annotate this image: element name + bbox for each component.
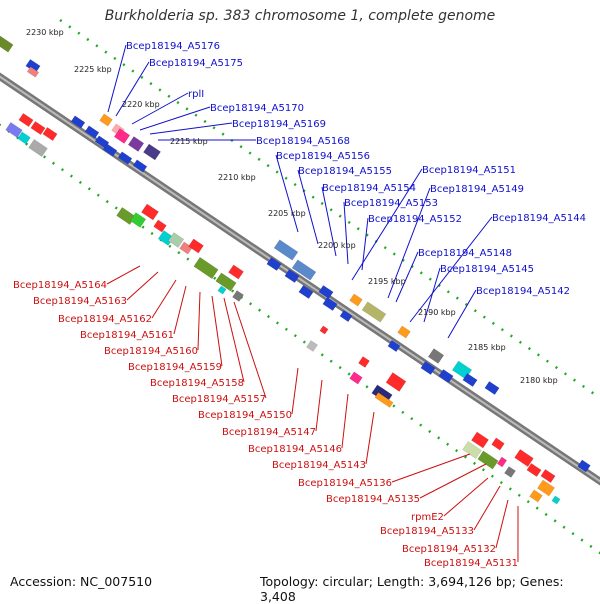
reverse-leader-line [366, 412, 374, 464]
reverse-leader-line [474, 486, 500, 530]
gene-feature [31, 121, 45, 134]
reverse-gene-label: Bcep18194_A5159 [128, 362, 222, 373]
reverse-gene-label: Bcep18194_A5147 [222, 427, 316, 438]
forward-gene-label: Bcep18194_A5169 [232, 119, 326, 130]
forward-gene-label: Bcep18194_A5145 [440, 264, 534, 275]
forward-gene-label: Bcep18194_A5149 [430, 184, 524, 195]
gene-feature [128, 136, 144, 151]
gene-feature [530, 490, 543, 502]
reverse-leader-line [420, 464, 486, 498]
reverse-leader-line [224, 298, 244, 382]
gene-feature [492, 438, 505, 450]
gene-feature [350, 372, 363, 384]
kbp-tick-label: 2230 kbp [26, 28, 64, 37]
reverse-leader-line [174, 286, 186, 334]
reverse-leader-line [198, 292, 200, 350]
forward-gene-label: Bcep18194_A5155 [298, 166, 392, 177]
forward-gene-label: Bcep18194_A5176 [126, 41, 220, 52]
gene-feature [143, 144, 160, 160]
reverse-gene-label: Bcep18194_A5135 [326, 494, 420, 505]
gene-feature [350, 294, 363, 306]
forward-gene-label: Bcep18194_A5170 [210, 103, 304, 114]
forward-leader-line [298, 170, 318, 244]
gene-feature [154, 220, 167, 232]
reverse-gene-label: Bcep18194_A5161 [80, 330, 174, 341]
accession-text: Accession: NC_007510 [10, 574, 152, 589]
gene-feature [29, 139, 48, 156]
reverse-leader-line [152, 280, 176, 318]
reverse-leader-line [496, 500, 508, 548]
gene-feature [485, 381, 499, 394]
kbp-tick-label: 2205 kbp [268, 209, 306, 218]
reverse-gene-label: Bcep18194_A5136 [298, 478, 392, 489]
kbp-tick-label: 2180 kbp [520, 376, 558, 385]
forward-gene-label: Bcep18194_A5168 [256, 136, 350, 147]
gene-feature [306, 340, 317, 351]
reverse-leader-line [292, 368, 298, 414]
forward-gene-label: Bcep18194_A5142 [476, 286, 570, 297]
forward-gene-label: Bcep18194_A5153 [344, 198, 438, 209]
reverse-leader-line [127, 272, 158, 300]
forward-gene-label: Bcep18194_A5175 [149, 58, 243, 69]
reverse-leader-line [342, 394, 348, 448]
kbp-tick-label: 2190 kbp [418, 308, 456, 317]
forward-gene-label: Bcep18194_A5144 [492, 213, 586, 224]
reverse-gene-label: Bcep18194_A5133 [380, 526, 474, 537]
gene-feature [229, 265, 244, 279]
forward-leader-line [344, 202, 348, 264]
reverse-gene-label: Bcep18194_A5160 [104, 346, 198, 357]
gene-feature [0, 36, 13, 52]
reverse-gene-label: Bcep18194_A5163 [33, 296, 127, 307]
reverse-gene-label: Bcep18194_A5162 [58, 314, 152, 325]
gene-feature [194, 257, 218, 278]
kbp-tick-label: 2185 kbp [468, 343, 506, 352]
gene-feature [552, 496, 560, 504]
gene-feature [386, 373, 406, 392]
forward-gene-label: Bcep18194_A5148 [418, 248, 512, 259]
kbp-tick-label: 2225 kbp [74, 65, 112, 74]
kbp-tick-label: 2220 kbp [122, 100, 160, 109]
reverse-gene-label: Bcep18194_A5146 [248, 444, 342, 455]
gene-feature [274, 240, 298, 261]
forward-gene-label: rplI [188, 89, 204, 100]
forward-leader-line [140, 107, 210, 130]
reverse-leader-line [212, 296, 222, 366]
kbp-tick-label: 2200 kbp [318, 241, 356, 250]
reverse-gene-label: Bcep18194_A5158 [150, 378, 244, 389]
gene-feature [19, 113, 33, 126]
reverse-gene-label: rpmE2 [411, 512, 444, 523]
reverse-leader-line [107, 266, 140, 284]
gene-feature [497, 457, 506, 467]
reverse-gene-label: Bcep18194_A5164 [13, 280, 107, 291]
reverse-gene-label: Bcep18194_A5131 [424, 558, 518, 569]
gene-feature [320, 326, 328, 334]
gene-feature [141, 204, 158, 220]
forward-gene-label: Bcep18194_A5152 [368, 214, 462, 225]
gene-feature [398, 326, 411, 338]
forward-leader-line [276, 155, 298, 232]
gene-feature [189, 239, 204, 253]
forward-leader-line [150, 123, 232, 134]
reverse-gene-label: Bcep18194_A5150 [198, 410, 292, 421]
reverse-gene-label: Bcep18194_A5143 [272, 460, 366, 471]
reverse-leader-line [444, 478, 488, 516]
gene-feature [504, 466, 515, 477]
reverse-leader-line [316, 380, 322, 431]
gene-feature [232, 290, 243, 301]
forward-gene-label: Bcep18194_A5151 [422, 165, 516, 176]
forward-gene-label: Bcep18194_A5156 [276, 151, 370, 162]
kbp-tick-label: 2210 kbp [218, 173, 256, 182]
gene-feature [428, 348, 444, 363]
gene-feature [358, 356, 369, 367]
reverse-gene-label: Bcep18194_A5157 [172, 394, 266, 405]
forward-gene-label: Bcep18194_A5154 [322, 183, 416, 194]
kbp-tick-label: 2215 kbp [170, 137, 208, 146]
gene-feature [100, 114, 113, 126]
reverse-gene-label: Bcep18194_A5132 [402, 544, 496, 555]
kbp-tick-label: 2195 kbp [368, 277, 406, 286]
gene-feature [43, 127, 57, 140]
